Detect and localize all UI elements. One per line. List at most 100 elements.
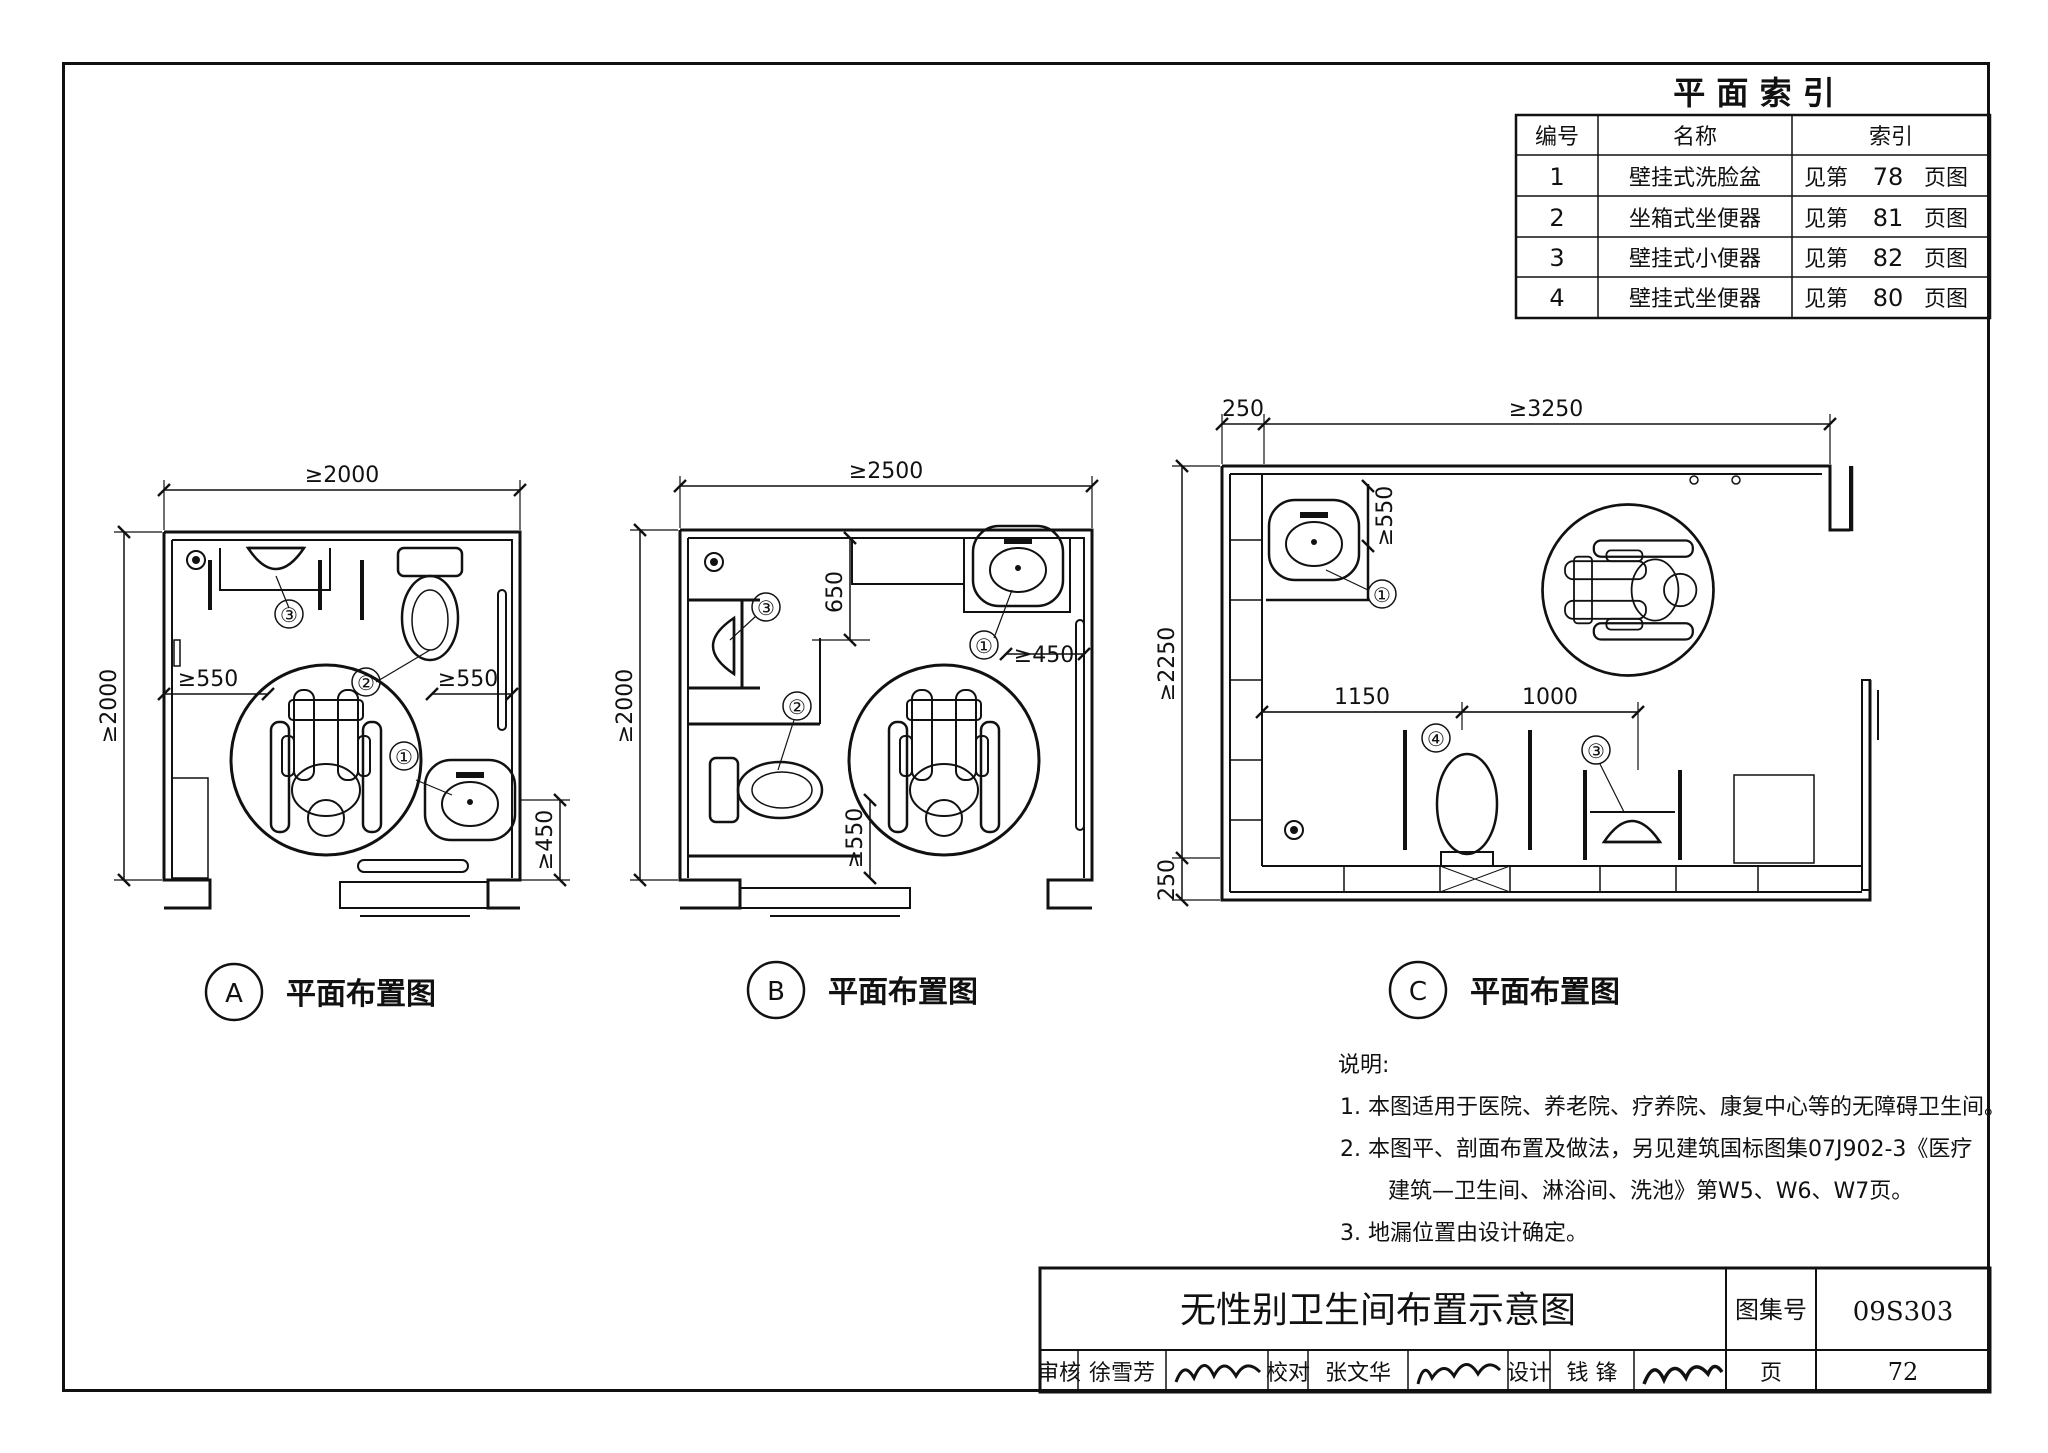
plan-c-basin-side-dim: ≥550 [1373, 486, 1398, 546]
checker-name: 张文华 [1325, 1361, 1391, 1386]
plan-c: 250 ≥3250 ≥2250 250 ≥550 1150 1000 ① ③ ④ [1155, 397, 1879, 907]
plan-a-caption: A 平面布置图 [204, 962, 436, 1022]
table-row-ref-suffix: 页图 [1924, 287, 1968, 312]
table-row-name: 坐箱式坐便器 [1629, 207, 1761, 232]
floor-drain-icon [1284, 820, 1304, 840]
table-row-no: 4 [1549, 284, 1564, 312]
table-row-no: 1 [1549, 163, 1564, 191]
plan-c-seg1-dim: 1150 [1334, 685, 1390, 710]
table-row-ref-suffix: 页图 [1924, 166, 1968, 191]
table-row-no: 3 [1549, 244, 1564, 272]
reviewer-label: 审核 [1037, 1361, 1081, 1386]
drawing-frame [62, 62, 1990, 1392]
callout-1: ① [975, 634, 993, 658]
callout-2: ② [357, 671, 375, 695]
plan-c-caption-text: 平面布置图 [1470, 975, 1620, 1010]
note-line: 建筑—卫生间、淋浴间、洗池》第W5、W6、W7页。 [1388, 1179, 1913, 1204]
table-row-page: 81 [1873, 204, 1904, 232]
plan-b-toilet-side-dim: ≥550 [843, 808, 868, 868]
callout-3: ③ [280, 603, 298, 627]
designer-signature [1642, 1364, 1724, 1385]
table-row-page: 80 [1873, 284, 1904, 312]
toilet-icon [396, 546, 464, 662]
toilet-icon [708, 756, 824, 824]
index-table-title: 平 面 索 引 [1673, 74, 1834, 112]
urinal-icon [711, 616, 736, 676]
floor-drain-icon [704, 552, 724, 572]
plan-c-bottom-dim: 250 [1155, 859, 1180, 901]
page-label: 页 [1760, 1361, 1782, 1386]
plan-b-width-dim: ≥2500 [849, 459, 923, 484]
wheelchair-user-icon [1541, 503, 1715, 677]
plan-c-letter: C [1409, 977, 1427, 1007]
plan-a-left-clear-dim: ≥550 [178, 667, 238, 692]
designer-label: 设计 [1507, 1361, 1551, 1386]
wall-toilet-icon [1435, 752, 1499, 867]
reviewer-signature [1174, 1364, 1262, 1383]
table-row-ref-suffix: 页图 [1924, 247, 1968, 272]
washbasin-icon [423, 758, 517, 842]
urinal-icon [246, 546, 306, 571]
plan-a: ≥2000 ≥2000 ≥550 ≥550 ≥450 ① ② ③ [97, 463, 570, 917]
reviewer-name: 徐雪芳 [1089, 1361, 1155, 1386]
plan-a-height-dim: ≥2000 [97, 669, 122, 743]
callout-1: ① [395, 745, 413, 769]
plan-c-caption: C 平面布置图 [1388, 960, 1620, 1020]
plan-b: ≥2500 ≥2000 650 ≥450 ≥550 ① ② ③ [613, 459, 1099, 917]
table-row-no: 2 [1549, 204, 1564, 232]
callout-4: ④ [1427, 727, 1445, 751]
plan-a-width-dim: ≥2000 [305, 463, 379, 488]
table-row-ref-suffix: 页图 [1924, 207, 1968, 232]
plan-b-caption: B 平面布置图 [746, 960, 978, 1020]
plan-c-top-left-dim: 250 [1222, 397, 1264, 422]
plan-b-basin-side-dim: ≥450 [1014, 643, 1074, 668]
table-row-ref-prefix: 见第 [1804, 247, 1848, 272]
plan-b-upper-dim: 650 [823, 571, 848, 613]
checker-signature [1416, 1363, 1502, 1385]
table-row-name: 壁挂式小便器 [1629, 247, 1761, 272]
page-number: 72 [1888, 1358, 1919, 1386]
plan-b-height-dim: ≥2000 [613, 669, 638, 743]
table-row-page: 82 [1873, 244, 1904, 272]
table-row-ref-prefix: 见第 [1804, 207, 1848, 232]
plan-c-top-main-dim: ≥3250 [1509, 397, 1583, 422]
notes: 说明: 1. 本图适用于医院、养老院、疗养院、康复中心等的无障碍卫生间。 2. … [1338, 1053, 2006, 1246]
urinal-icon [1602, 819, 1662, 844]
plan-a-basin-side-dim: ≥450 [533, 810, 558, 870]
table-row-name: 壁挂式洗脸盆 [1629, 166, 1761, 191]
callout-3: ③ [1587, 739, 1605, 763]
table-header-ref: 索引 [1869, 125, 1913, 150]
plan-a-right-clear-dim: ≥550 [438, 667, 498, 692]
callout-2: ② [788, 695, 806, 719]
floor-drain-icon [186, 550, 206, 570]
note-line: 3. 地漏位置由设计确定。 [1340, 1221, 1588, 1246]
washbasin-icon [1267, 498, 1361, 582]
atlas-label: 图集号 [1735, 1296, 1807, 1324]
table-row-name: 壁挂式坐便器 [1629, 287, 1761, 312]
plan-a-letter: A [225, 979, 243, 1009]
wheelchair-user-icon [847, 663, 1041, 857]
table-row-ref-prefix: 见第 [1804, 166, 1848, 191]
table-row-page: 78 [1873, 163, 1904, 191]
notes-heading: 说明: [1338, 1053, 1389, 1078]
index-table: 平 面 索 引 编号 名称 索引 1 壁挂式洗脸盆 见第 78 页图 2 坐箱式… [1514, 74, 1992, 320]
callout-1: ① [1373, 583, 1391, 607]
note-line: 1. 本图适用于医院、养老院、疗养院、康复中心等的无障碍卫生间。 [1340, 1095, 2006, 1120]
atlas-number: 09S303 [1853, 1297, 1954, 1327]
title-block: 无性别卫生间布置示意图 图集号 09S303 审核 徐雪芳 校对 张文华 设计 … [1037, 1266, 1992, 1394]
table-header-name: 名称 [1673, 125, 1717, 150]
note-line: 2. 本图平、剖面布置及做法，另见建筑国标图集07J902-3《医疗 [1340, 1137, 1972, 1162]
designer-name: 钱 锋 [1567, 1361, 1618, 1386]
plan-b-letter: B [767, 977, 785, 1007]
callout-3: ③ [757, 596, 775, 620]
wheelchair-user-icon [229, 663, 423, 857]
checker-label: 校对 [1266, 1361, 1310, 1386]
table-row-ref-prefix: 见第 [1804, 287, 1848, 312]
plan-c-seg2-dim: 1000 [1522, 685, 1578, 710]
plan-c-height-dim: ≥2250 [1155, 627, 1180, 701]
plan-b-caption-text: 平面布置图 [828, 975, 978, 1010]
plan-a-caption-text: 平面布置图 [286, 977, 436, 1012]
drawing-title: 无性别卫生间布置示意图 [1180, 1290, 1576, 1331]
table-header-no: 编号 [1535, 125, 1579, 150]
